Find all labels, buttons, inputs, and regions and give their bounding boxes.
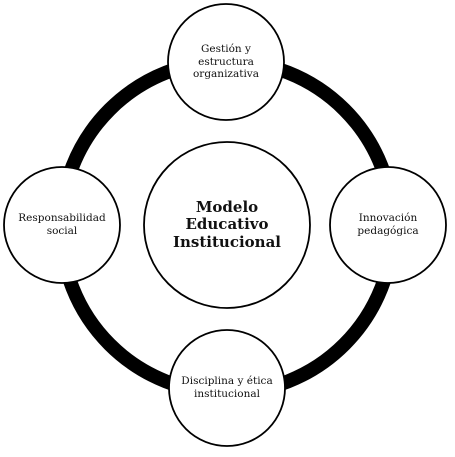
center-circle: [143, 141, 311, 309]
node-circle-right: [329, 166, 447, 284]
node-circle-bottom: [168, 329, 286, 447]
node-label-bottom: Disciplina y ética institucional: [181, 375, 273, 400]
node-label-top: Gestión y estructura organizativa: [192, 43, 259, 81]
node-circle-top: [167, 3, 285, 121]
center-label: Modelo Educativo Institucional: [173, 198, 281, 251]
node-label-left: Responsabilidad social: [18, 212, 106, 237]
node-label-right: Innovación pedagógica: [357, 212, 419, 237]
node-circle-left: [3, 166, 121, 284]
